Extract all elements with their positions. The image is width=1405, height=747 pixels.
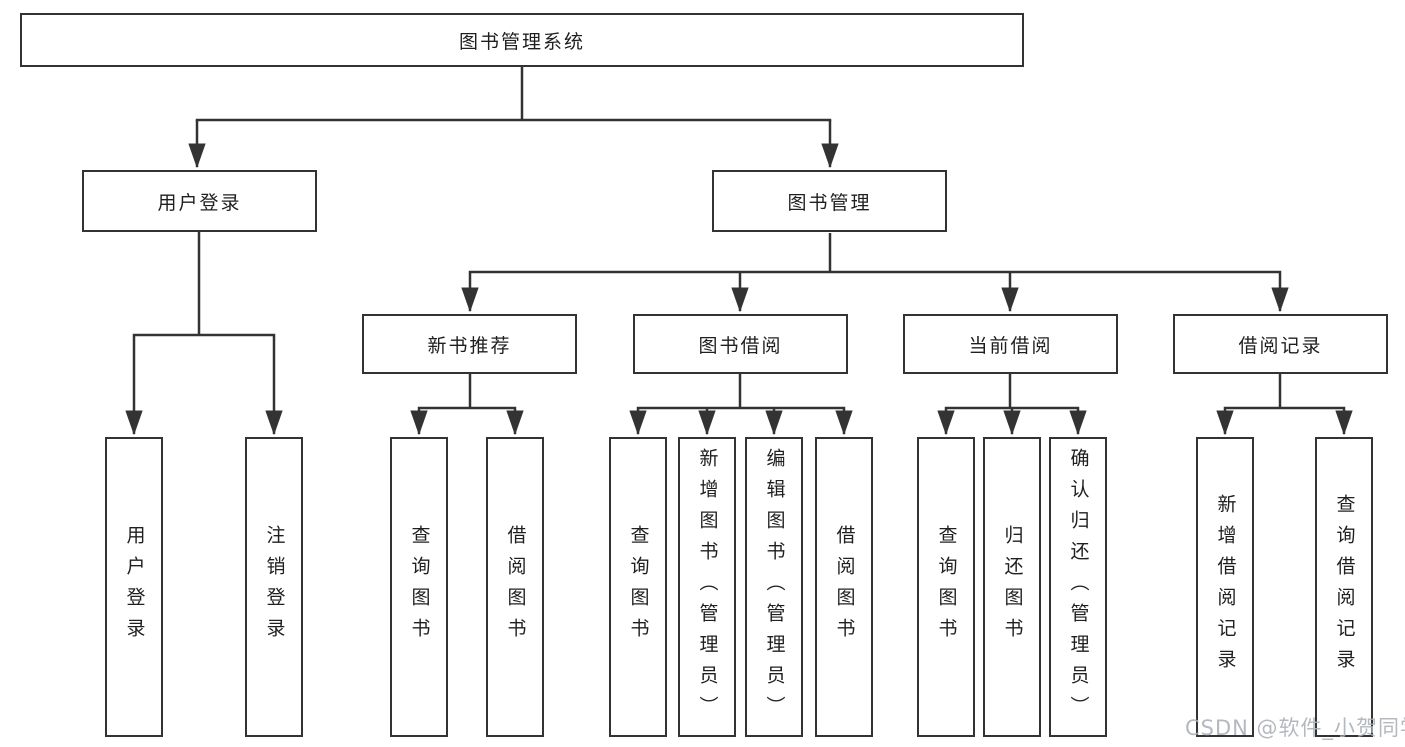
node-leaf-return-book: 归还图书: [983, 437, 1041, 737]
node-label: 当前借阅: [968, 334, 1053, 357]
node-leaf-user-login: 用户登录: [105, 437, 163, 737]
node-label: 归还图书: [1001, 525, 1024, 649]
node-leaf-logout: 注销登录: [245, 437, 303, 737]
node-leaf-query-borrow-record: 查询借阅记录: [1315, 437, 1373, 737]
node-label: 编辑图书（管理员）: [763, 447, 786, 727]
node-current-borrow: 当前借阅: [903, 314, 1118, 374]
node-label: 图书管理: [787, 191, 872, 214]
node-label: 用户登录: [157, 191, 242, 214]
node-leaf-borrow-books: 借阅图书: [815, 437, 873, 737]
node-label: 查询图书: [935, 525, 958, 649]
node-label: 查询借阅记录: [1333, 494, 1356, 680]
node-label: 借阅图书: [504, 525, 527, 649]
node-label: 查询图书: [408, 525, 431, 649]
node-user-login: 用户登录: [82, 170, 317, 232]
node-borrow-records: 借阅记录: [1173, 314, 1388, 374]
node-label: 借阅记录: [1238, 334, 1323, 357]
node-label: 用户登录: [123, 525, 146, 649]
node-leaf-add-book-admin: 新增图书（管理员）: [678, 437, 736, 737]
node-label: 新增借阅记录: [1214, 494, 1237, 680]
node-label: 新增图书（管理员）: [696, 447, 719, 727]
node-leaf-borrow-books-recommend: 借阅图书: [486, 437, 544, 737]
node-label: 确认归还（管理员）: [1067, 447, 1090, 727]
node-label: 新书推荐: [427, 334, 512, 357]
node-new-book-recommend: 新书推荐: [362, 314, 577, 374]
node-leaf-confirm-return-admin: 确认归还（管理员）: [1049, 437, 1107, 737]
node-book-management: 图书管理: [712, 170, 947, 232]
node-leaf-query-books-current: 查询图书: [917, 437, 975, 737]
node-label: 借阅图书: [833, 525, 856, 649]
node-leaf-query-books-recommend: 查询图书: [390, 437, 448, 737]
node-book-borrow: 图书借阅: [633, 314, 848, 374]
node-leaf-add-borrow-record: 新增借阅记录: [1196, 437, 1254, 737]
node-label: 图书管理系统: [458, 30, 585, 53]
node-label: 注销登录: [263, 525, 286, 649]
node-leaf-query-books-borrow: 查询图书: [609, 437, 667, 737]
node-library-management-system: 图书管理系统: [20, 13, 1024, 67]
node-leaf-edit-book-admin: 编辑图书（管理员）: [745, 437, 803, 737]
node-label: 图书借阅: [698, 334, 783, 357]
node-label: 查询图书: [627, 525, 650, 649]
